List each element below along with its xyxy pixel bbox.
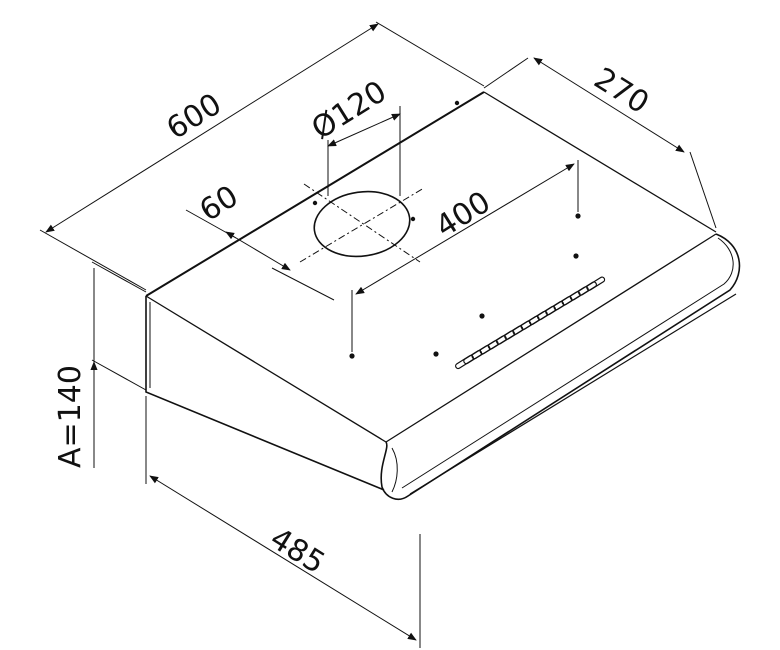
- duct-screw-hole-1: [312, 200, 318, 206]
- hood-front-lip-inner: [401, 237, 734, 489]
- hood-front-bevel-top-2: [385, 233, 717, 443]
- dimension-duct-diameter-label: Ø120: [306, 74, 393, 147]
- hood-front-lip: [380, 233, 741, 500]
- mount-hole-4: [479, 313, 485, 319]
- dimension-front-depth: 485: [145, 396, 421, 648]
- duct-centerline-a: [303, 183, 421, 263]
- duct-circle: [313, 190, 411, 258]
- hood-front-bevel-top: [145, 295, 387, 443]
- dimension-width-label: 600: [161, 87, 228, 147]
- mount-hole-2: [575, 213, 581, 219]
- hood-bottom-edge: [409, 293, 737, 495]
- hood-front-lip-line: [391, 447, 398, 493]
- dimension-height: A=140: [53, 261, 147, 468]
- dimension-duct-diameter: Ø120: [306, 74, 401, 196]
- dimension-depth: 270: [483, 57, 717, 229]
- mounting-holes: [349, 213, 581, 359]
- mount-hole-5: [573, 253, 579, 259]
- dimension-mount-spacing-label: 400: [430, 185, 497, 245]
- dimension-height-label: A=140: [53, 365, 88, 468]
- dimension-depth-label: 270: [588, 61, 655, 121]
- vent-slot: [586, 276, 606, 291]
- mount-hole-3: [433, 351, 439, 357]
- dimension-width: 600: [39, 21, 485, 291]
- duct-screw-hole-3: [454, 100, 460, 106]
- hood-back-edge: [483, 91, 717, 233]
- duct-centerline-b: [299, 187, 425, 263]
- dimension-front-depth-label: 485: [264, 521, 331, 581]
- hood-left-side: [145, 296, 385, 491]
- hood-body: [145, 91, 741, 500]
- dimension-duct-offset-label: 60: [194, 179, 245, 229]
- dimension-mount-spacing: 400: [351, 160, 579, 352]
- mount-hole-1: [349, 353, 355, 359]
- vent-slots: [455, 276, 606, 370]
- duct-screw-hole-2: [410, 216, 416, 222]
